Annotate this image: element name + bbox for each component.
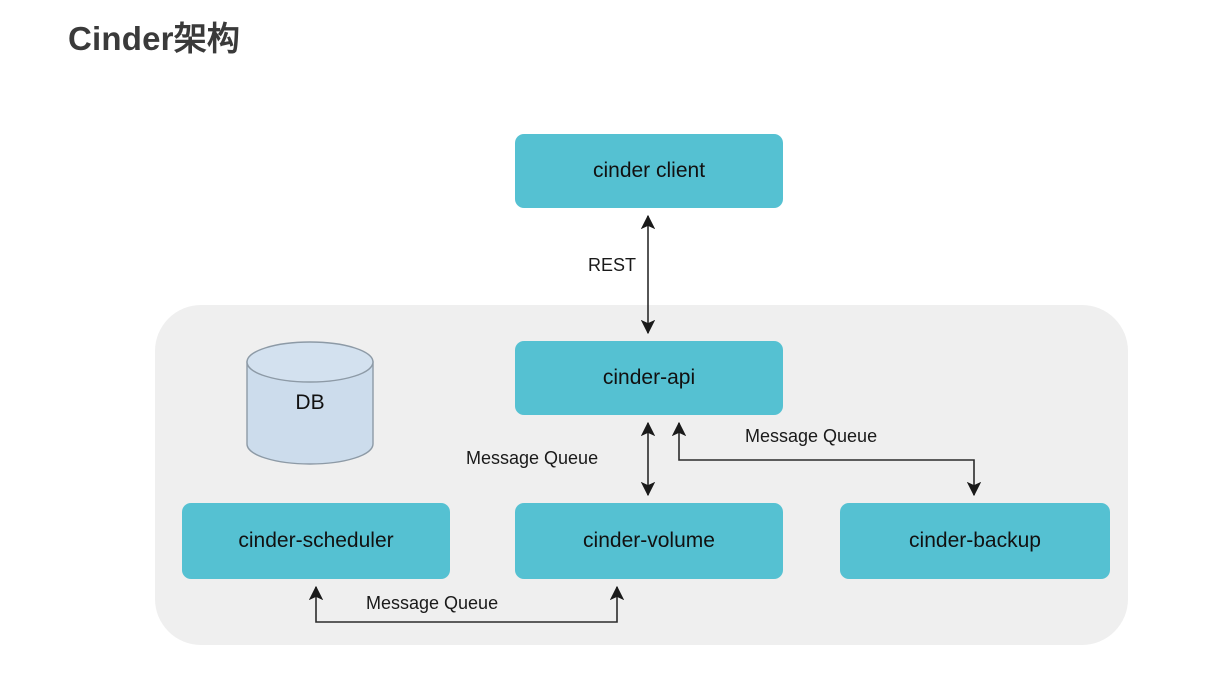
node-cinder-scheduler-label: cinder-scheduler — [238, 529, 394, 552]
edge-label-mq-volume: Message Queue — [466, 448, 599, 468]
node-cinder-client[interactable]: cinder client — [515, 134, 783, 208]
node-cinder-backup-label: cinder-backup — [909, 529, 1041, 552]
node-cinder-scheduler[interactable]: cinder-scheduler — [182, 503, 450, 579]
edge-label-rest: REST — [588, 255, 637, 275]
node-cinder-volume[interactable]: cinder-volume — [515, 503, 783, 579]
node-cinder-backup[interactable]: cinder-backup — [840, 503, 1110, 579]
node-cinder-volume-label: cinder-volume — [583, 529, 715, 552]
edge-label-mq-backup: Message Queue — [745, 426, 878, 446]
node-cinder-api-label: cinder-api — [602, 366, 696, 389]
db-cylinder: DB — [245, 340, 375, 466]
node-cinder-client-label: cinder client — [592, 159, 706, 182]
page-title: Cinder架构 — [68, 20, 241, 57]
db-cylinder-icon — [246, 341, 374, 465]
edge-label-mq-scheduler: Message Queue — [366, 593, 499, 613]
node-cinder-api[interactable]: cinder-api — [515, 341, 783, 415]
